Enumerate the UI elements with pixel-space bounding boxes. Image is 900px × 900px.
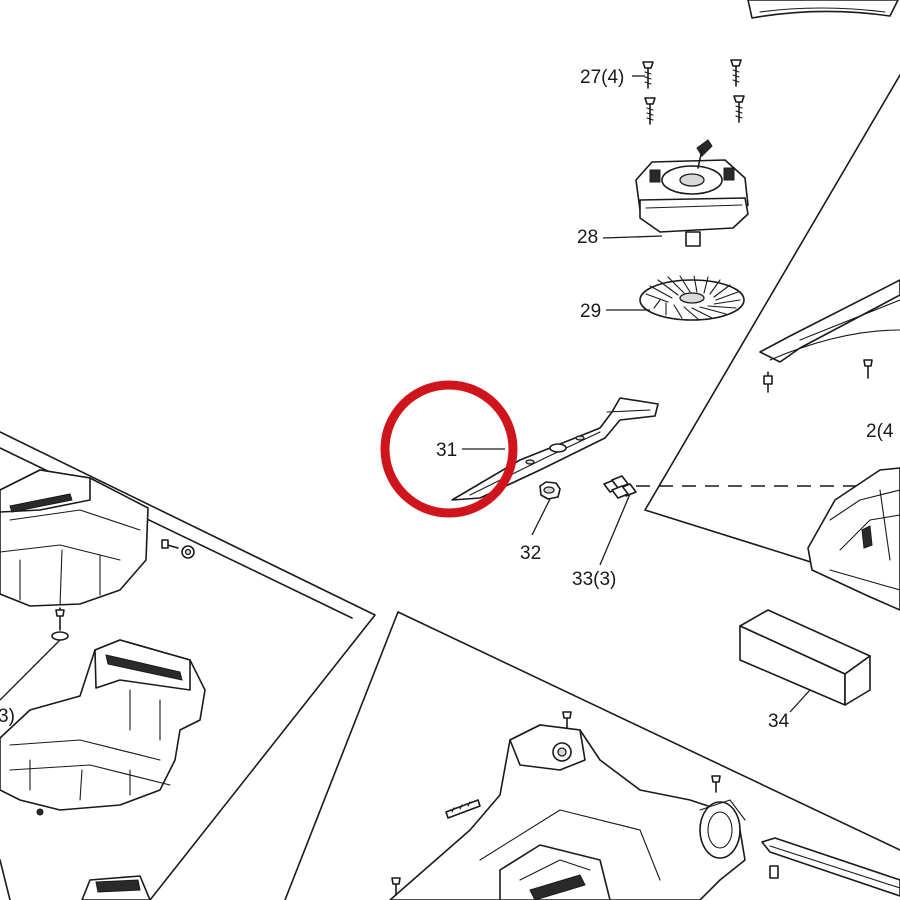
left-small-screw <box>51 539 195 641</box>
bottom-right-rail-part <box>761 837 900 897</box>
clip-part-33 <box>603 475 637 499</box>
right-housing-part <box>807 467 900 611</box>
highlight-circle <box>380 380 518 518</box>
fan-part-29 <box>639 275 745 321</box>
bottom-deck-part <box>389 711 746 900</box>
screw-part-27 <box>642 59 745 125</box>
left-upper-housing-part <box>0 469 149 607</box>
block-part-34 <box>739 609 871 706</box>
left-lower-cradle-part <box>0 639 206 816</box>
callout-33: 33(3) <box>572 569 616 590</box>
callout-29: 29 <box>580 301 601 322</box>
top-partial-cover <box>747 0 899 19</box>
callout-34: 34 <box>768 711 790 732</box>
callout-32: 32 <box>520 543 541 564</box>
nut-part-32 <box>539 481 561 500</box>
bottom-left-partial-part <box>0 859 151 900</box>
callout-31: 31 <box>436 440 457 461</box>
callout-2-partial: 2(4 <box>866 421 894 442</box>
callout-27: 27(4) <box>580 67 624 88</box>
right-arm-part <box>759 279 900 393</box>
motor-part-28 <box>635 139 749 247</box>
callout-28: 28 <box>577 227 598 248</box>
callout-left-partial: 3) <box>0 706 15 727</box>
